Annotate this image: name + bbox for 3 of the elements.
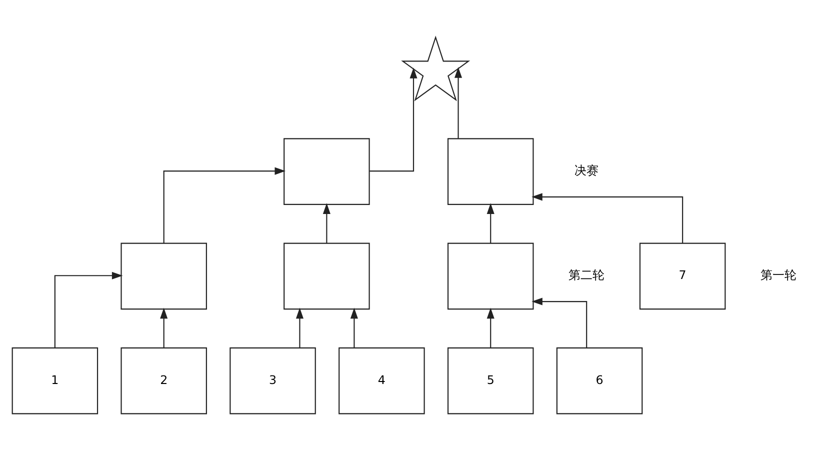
label: 第二轮: [568, 268, 605, 282]
label: 决赛: [574, 164, 599, 178]
label: 第一轮: [760, 268, 797, 282]
